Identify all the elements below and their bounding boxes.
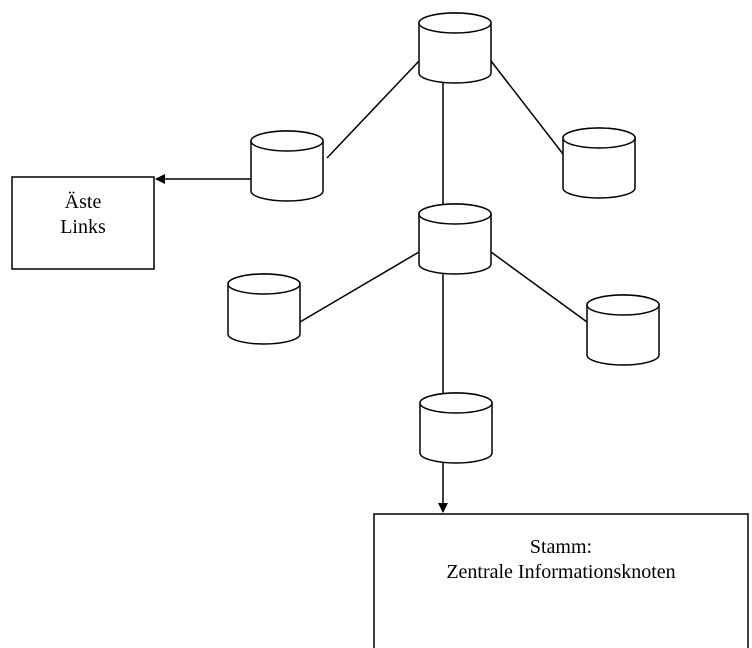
nodes-layer: [227, 12, 660, 464]
cylinder-node-upper-right: [562, 127, 636, 199]
edge-center-to-lower-right: [490, 251, 588, 323]
box-stamm-line2: Zentrale Informationsknoten: [446, 561, 676, 583]
edge-root-to-upper-right: [490, 60, 564, 155]
box-stamm-line1: Stamm:: [529, 536, 593, 558]
cylinder-node-root: [418, 12, 492, 84]
cylinder-node-upper-left: [250, 130, 324, 202]
edges-layer: [155, 60, 588, 513]
box-aeste-line2: Links: [60, 216, 106, 238]
edge-root-to-upper-left: [326, 60, 420, 159]
box-aeste-label: Äste Links: [12, 190, 154, 240]
box-aeste-line1: Äste: [64, 191, 102, 213]
cylinder-node-lower-left: [227, 273, 301, 345]
cylinder-node-bottom: [419, 392, 493, 464]
box-stamm-label: Stamm: Zentrale Informationsknoten: [374, 535, 748, 585]
box-aeste: [11, 176, 155, 270]
cylinder-node-center: [418, 203, 492, 275]
cylinder-node-lower-right: [586, 294, 660, 366]
edge-center-to-lower-left: [299, 251, 420, 323]
box-stamm: [373, 513, 749, 648]
